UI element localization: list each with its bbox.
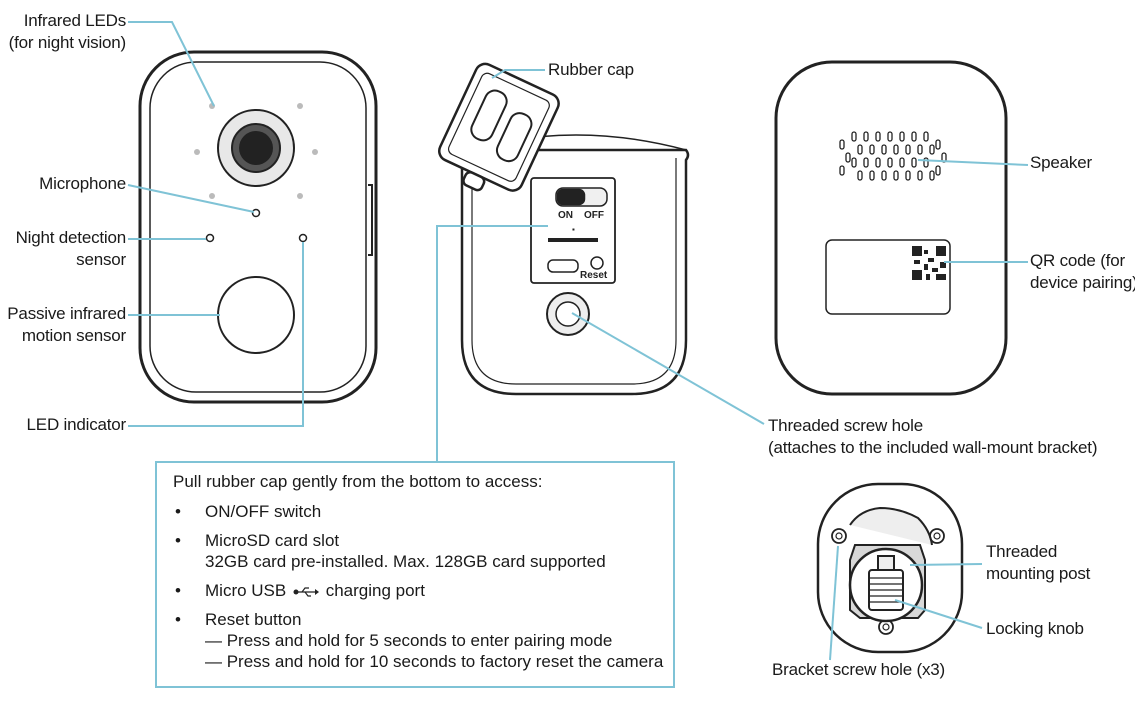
speaker-slot	[851, 157, 857, 168]
speaker-slot	[917, 144, 923, 155]
speaker-slot	[935, 165, 941, 176]
speaker-slot	[911, 157, 917, 168]
label-speaker: Speaker	[1030, 153, 1092, 172]
speaker-slot	[839, 139, 845, 150]
label-threaded-screw-hole: Threaded screw hole (attaches to the inc…	[768, 416, 1098, 457]
speaker-slot	[857, 144, 863, 155]
speaker-slot	[839, 165, 845, 176]
switch-off-text: OFF	[584, 210, 604, 221]
list-item-onoff-switch: • ON/OFF switch	[173, 501, 663, 522]
item-sub-factory-reset: — Press and hold for 10 seconds to facto…	[205, 652, 664, 671]
rubber-cap-info-box: Pull rubber cap gently from the bottom t…	[155, 461, 675, 688]
speaker-slot	[911, 131, 917, 142]
item-title: ON/OFF switch	[205, 502, 322, 521]
rubber-cap	[438, 62, 560, 192]
item-title: MicroSD card slot	[205, 531, 340, 550]
speaker-slot	[887, 157, 893, 168]
speaker-slot	[923, 131, 929, 142]
label-night-detection-sensor: Night detection sensor	[15, 228, 127, 269]
label-pir-sensor: Passive infrared motion sensor	[7, 304, 126, 345]
speaker-slot	[875, 131, 881, 142]
speaker-slot	[857, 170, 863, 181]
speaker-slot	[881, 144, 887, 155]
label-locking-knob: Locking knob	[986, 619, 1084, 638]
bullet: •	[175, 610, 181, 629]
speaker-slot	[899, 131, 905, 142]
speaker-slot	[905, 170, 911, 181]
speaker-slot	[905, 144, 911, 155]
label-qr-code: QR code (for device pairing)	[1030, 251, 1135, 292]
speaker-slot	[929, 144, 935, 155]
item-detail: 32GB card pre-installed. Max. 128GB card…	[205, 552, 606, 571]
speaker-slot	[887, 131, 893, 142]
bullet: •	[175, 502, 181, 521]
speaker-slot	[935, 139, 941, 150]
speaker-slot	[893, 170, 899, 181]
speaker-slot	[875, 157, 881, 168]
label-led-indicator: LED indicator	[26, 415, 127, 434]
item-sub-pairing: — Press and hold for 5 seconds to enter …	[205, 631, 613, 650]
speaker-slot	[929, 170, 935, 181]
qr-code-icon	[912, 246, 946, 280]
speaker-slot	[863, 157, 869, 168]
list-item-reset-button: • Reset button — Press and hold for 5 se…	[173, 609, 663, 672]
leader-lines	[127, 21, 1029, 661]
item-title-after: charging port	[325, 581, 425, 600]
label-infrared-leds: Infrared LEDs (for night vision)	[8, 11, 127, 52]
item-title-before: Micro USB	[205, 581, 287, 600]
label-rubber-cap: Rubber cap	[548, 60, 634, 79]
camera-front-view	[138, 50, 378, 404]
item-title: Reset button	[205, 610, 302, 629]
wall-mount-bracket	[816, 482, 964, 654]
bullet: •	[175, 581, 181, 600]
switch-on-text: ON	[558, 210, 573, 221]
info-box-list: • ON/OFF switch • MicroSD card slot 32GB…	[173, 501, 663, 680]
label-mounting-post: Threaded mounting post	[986, 542, 1091, 583]
list-item-micro-usb-port: • Micro USB charging port	[173, 580, 663, 601]
speaker-slot	[869, 170, 875, 181]
speaker-slot	[881, 170, 887, 181]
bullet: •	[175, 531, 181, 550]
speaker-slot	[893, 144, 899, 155]
info-box-intro: Pull rubber cap gently from the bottom t…	[173, 472, 543, 491]
speaker-slot	[869, 144, 875, 155]
speaker-slot	[863, 131, 869, 142]
usb-icon	[293, 586, 319, 597]
speaker-grille	[839, 131, 947, 181]
label-bracket-screw-hole: Bracket screw hole (x3)	[772, 660, 946, 679]
speaker-slot	[845, 152, 851, 163]
speaker-slot	[923, 157, 929, 168]
speaker-slot	[851, 131, 857, 142]
label-microphone: Microphone	[39, 174, 126, 193]
speaker-slot	[899, 157, 905, 168]
sd-icon: ▪	[572, 225, 575, 234]
camera-back-view	[774, 60, 1008, 396]
speaker-slot	[917, 170, 923, 181]
reset-text: Reset	[580, 270, 608, 281]
list-item-microsd-slot: • MicroSD card slot 32GB card pre-instal…	[173, 530, 663, 572]
